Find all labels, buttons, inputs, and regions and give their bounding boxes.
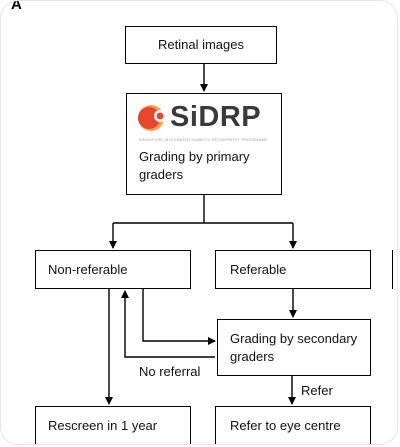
- node-secondary-grading-line2: graders: [230, 349, 275, 364]
- node-refer-eye-centre-label: Refer to eye centre: [230, 418, 341, 433]
- node-secondary-grading-line1: Grading by secondary: [230, 331, 358, 346]
- edge-label-no-referral: No referral: [139, 364, 201, 379]
- arrow-non-referable-to-secondary: [142, 289, 216, 345]
- sidrp-logo-mark: [138, 105, 166, 131]
- panel-label: A: [11, 0, 22, 13]
- node-non-referable: Non-referable: [35, 250, 191, 289]
- cropped-box-edge: [392, 250, 394, 289]
- node-rescreen: Rescreen in 1 year: [35, 406, 191, 444]
- node-retinal-images: Retinal images: [125, 26, 277, 64]
- node-retinal-images-label: Retinal images: [158, 37, 244, 52]
- arrow-no-referral: [121, 290, 215, 358]
- node-non-referable-label: Non-referable: [48, 262, 128, 277]
- node-primary-grading-line2: graders: [139, 167, 184, 182]
- node-primary-grading-line1: Grading by primary: [139, 149, 250, 164]
- edge-label-refer: Refer: [301, 383, 333, 398]
- node-rescreen-label: Rescreen in 1 year: [48, 418, 158, 433]
- sidrp-logo: SiDRP SINGAPORE INTEGRATED DIABETIC RETI…: [134, 101, 269, 142]
- sidrp-logo-subtitle: SINGAPORE INTEGRATED DIABETIC RETINOPATH…: [139, 138, 269, 142]
- node-secondary-grading: Grading by secondary graders: [217, 319, 371, 376]
- node-refer-eye-centre: Refer to eye centre: [215, 406, 371, 444]
- node-referable-label: Referable: [230, 262, 287, 277]
- node-primary-grading: SiDRP SINGAPORE INTEGRATED DIABETIC RETI…: [126, 93, 282, 195]
- node-referable: Referable: [215, 250, 371, 289]
- sidrp-logo-wordmark: SiDRP: [170, 101, 262, 133]
